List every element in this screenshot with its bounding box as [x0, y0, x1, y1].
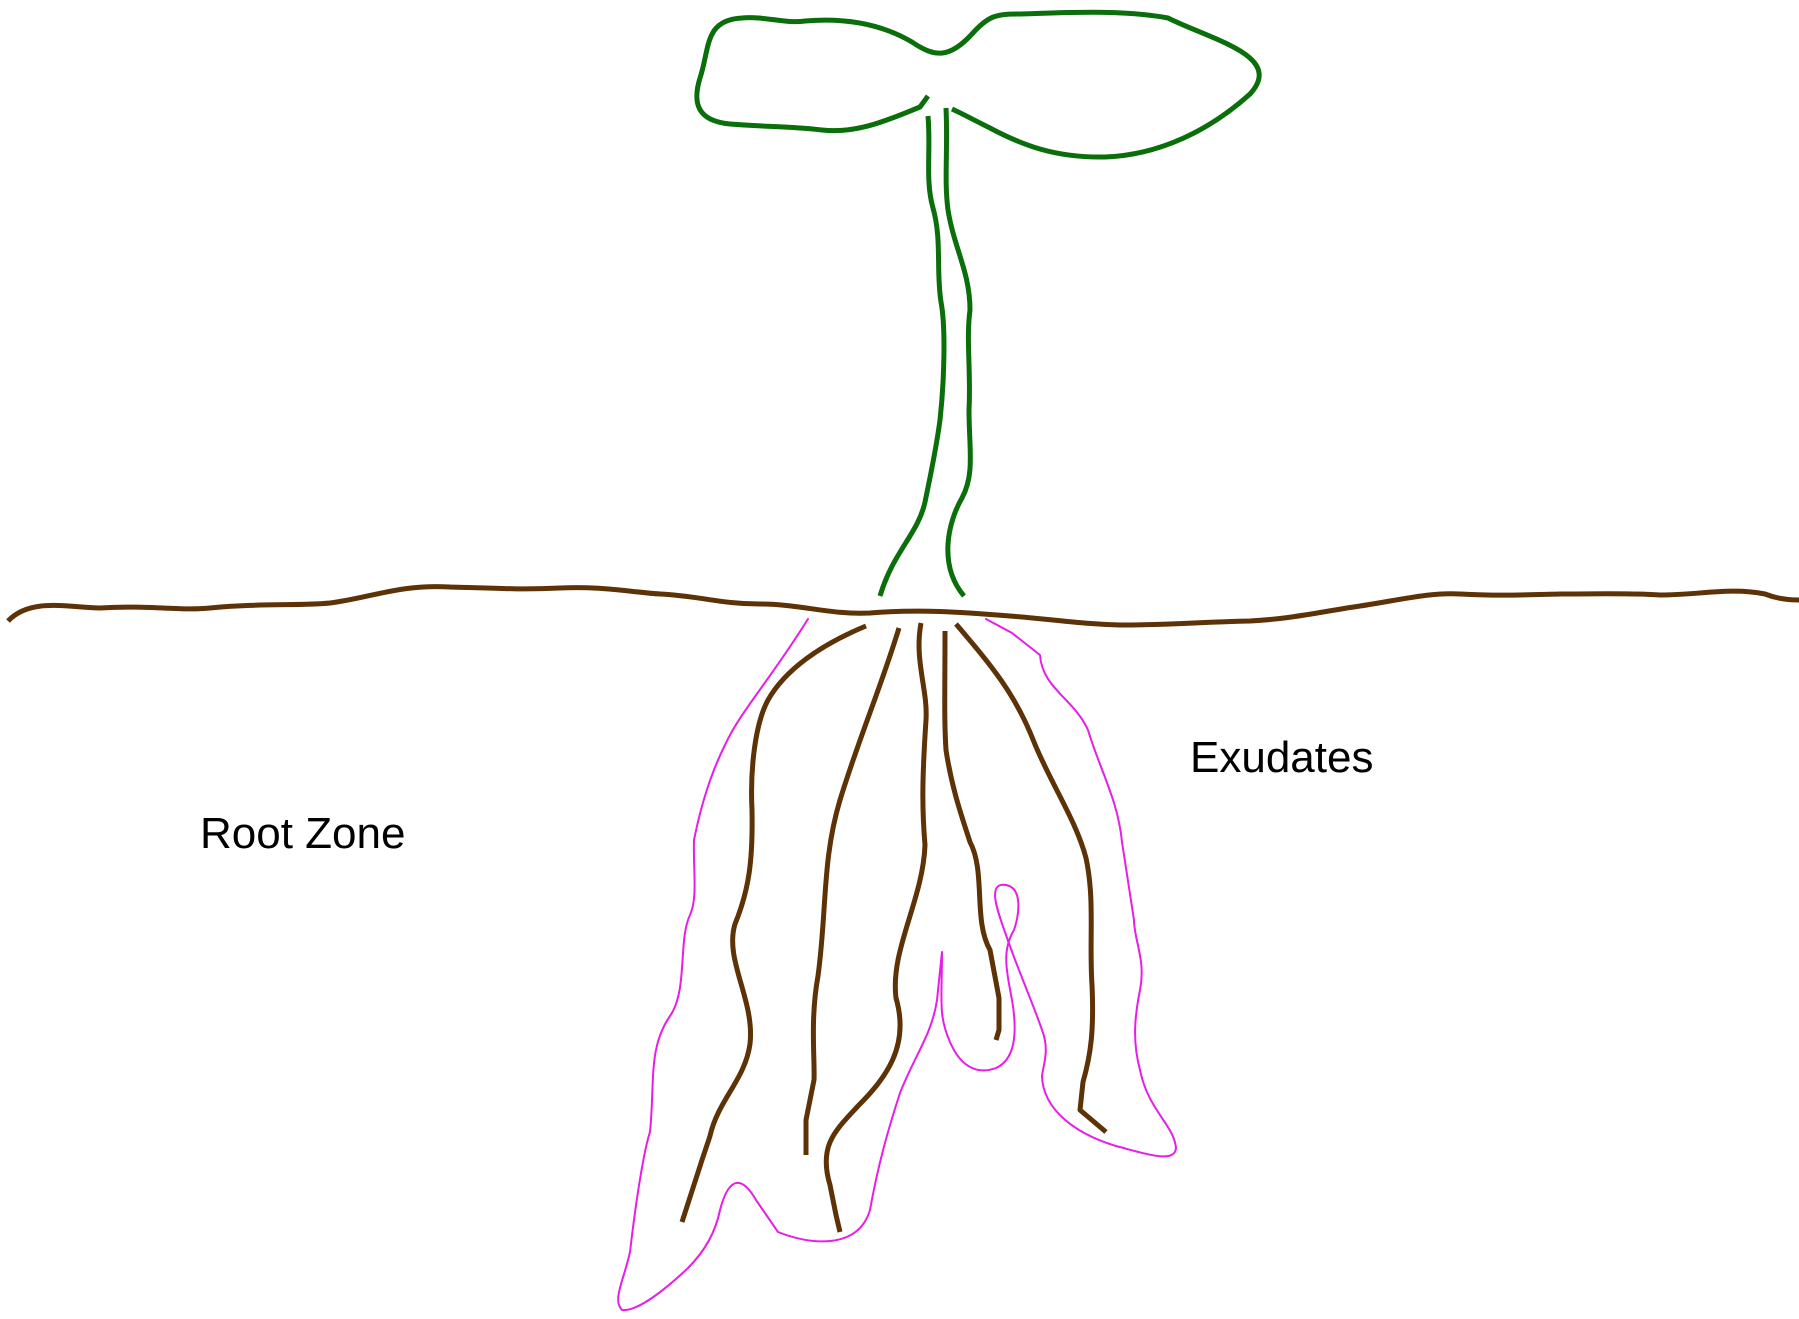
root-1 — [682, 626, 866, 1222]
label-exudates: Exudates — [1190, 736, 1373, 780]
soil-surface-line — [8, 587, 1799, 625]
seedling-leaves — [697, 12, 1259, 157]
seedling-stem-left — [880, 116, 944, 596]
seedling-stem-right — [946, 108, 970, 596]
root-3 — [826, 623, 926, 1232]
label-root-zone: Root Zone — [200, 812, 405, 856]
soil-and-roots — [8, 587, 1799, 1232]
root-4 — [945, 631, 999, 1040]
seedling — [697, 12, 1259, 596]
